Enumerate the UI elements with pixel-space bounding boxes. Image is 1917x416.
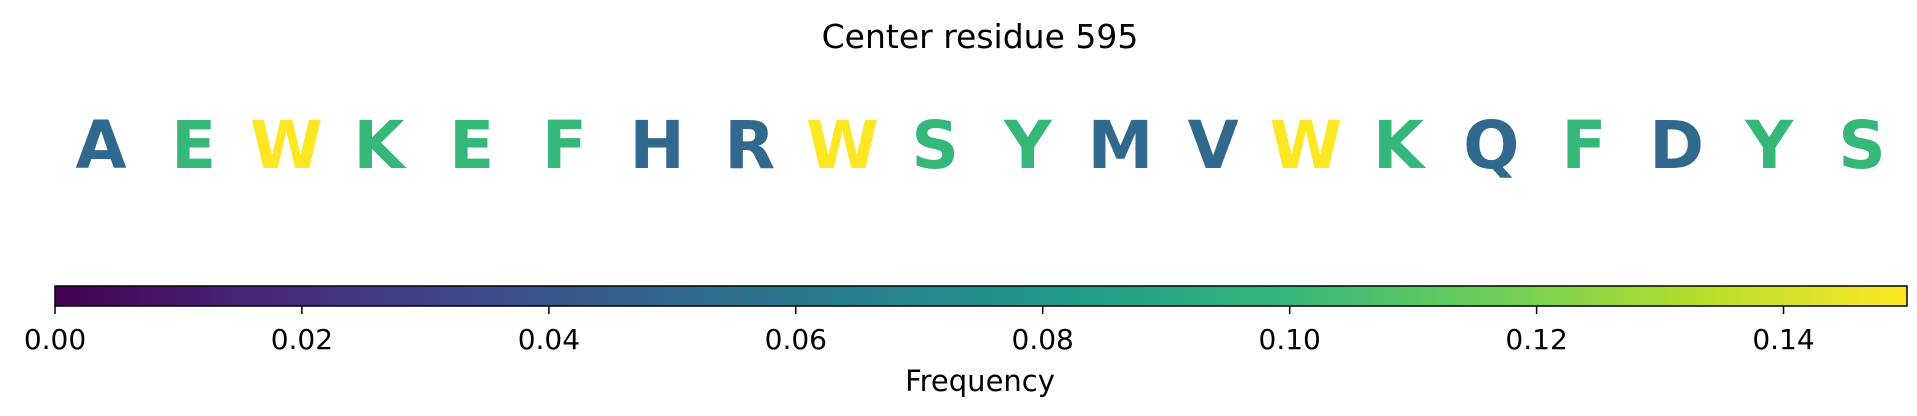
residue-letter: E xyxy=(449,107,494,184)
colorbar-tick-label: 0.06 xyxy=(765,323,827,356)
residue-letter: V xyxy=(1188,107,1239,184)
residue-letter: E xyxy=(171,107,216,184)
residue-letter: K xyxy=(354,107,408,184)
residue-letter: W xyxy=(250,107,323,184)
residue-letter: S xyxy=(911,107,959,184)
chart-title: Center residue 595 xyxy=(822,17,1139,56)
residue-letter: F xyxy=(1561,107,1606,184)
colorbar-tick-label: 0.00 xyxy=(24,323,86,356)
residue-letter: Q xyxy=(1463,107,1519,184)
colorbar-tick-label: 0.10 xyxy=(1259,323,1321,356)
colorbar-ticks: 0.00 0.02 0.04 0.06 0.08 0.10 0.12 0.14 xyxy=(24,306,1815,356)
residue-letter: D xyxy=(1649,107,1704,184)
colorbar-tick-label: 0.04 xyxy=(518,323,580,356)
residue-letter: Y xyxy=(1744,107,1794,184)
residue-letter: W xyxy=(806,107,879,184)
residue-letter: H xyxy=(629,107,684,184)
residue-letter: Y xyxy=(1003,107,1053,184)
residue-letter: K xyxy=(1373,107,1427,184)
residue-letter: F xyxy=(542,107,587,184)
residue-letter: M xyxy=(1088,107,1154,184)
colorbar: 0.00 0.02 0.04 0.06 0.08 0.10 0.12 0.14 Frequen… xyxy=(24,285,1908,398)
colorbar-tick-label: 0.02 xyxy=(271,323,333,356)
colorbar-gradient xyxy=(54,285,1908,307)
residue-letter: W xyxy=(1269,107,1342,184)
colorbar-tick-label: 0.08 xyxy=(1012,323,1074,356)
colorbar-tick-label: 0.14 xyxy=(1752,323,1814,356)
residue-letter: R xyxy=(724,107,775,184)
colorbar-label: Frequency xyxy=(905,364,1055,398)
colorbar-tick-label: 0.12 xyxy=(1505,323,1567,356)
residue-letter: A xyxy=(75,107,126,184)
residue-letter: S xyxy=(1838,107,1886,184)
